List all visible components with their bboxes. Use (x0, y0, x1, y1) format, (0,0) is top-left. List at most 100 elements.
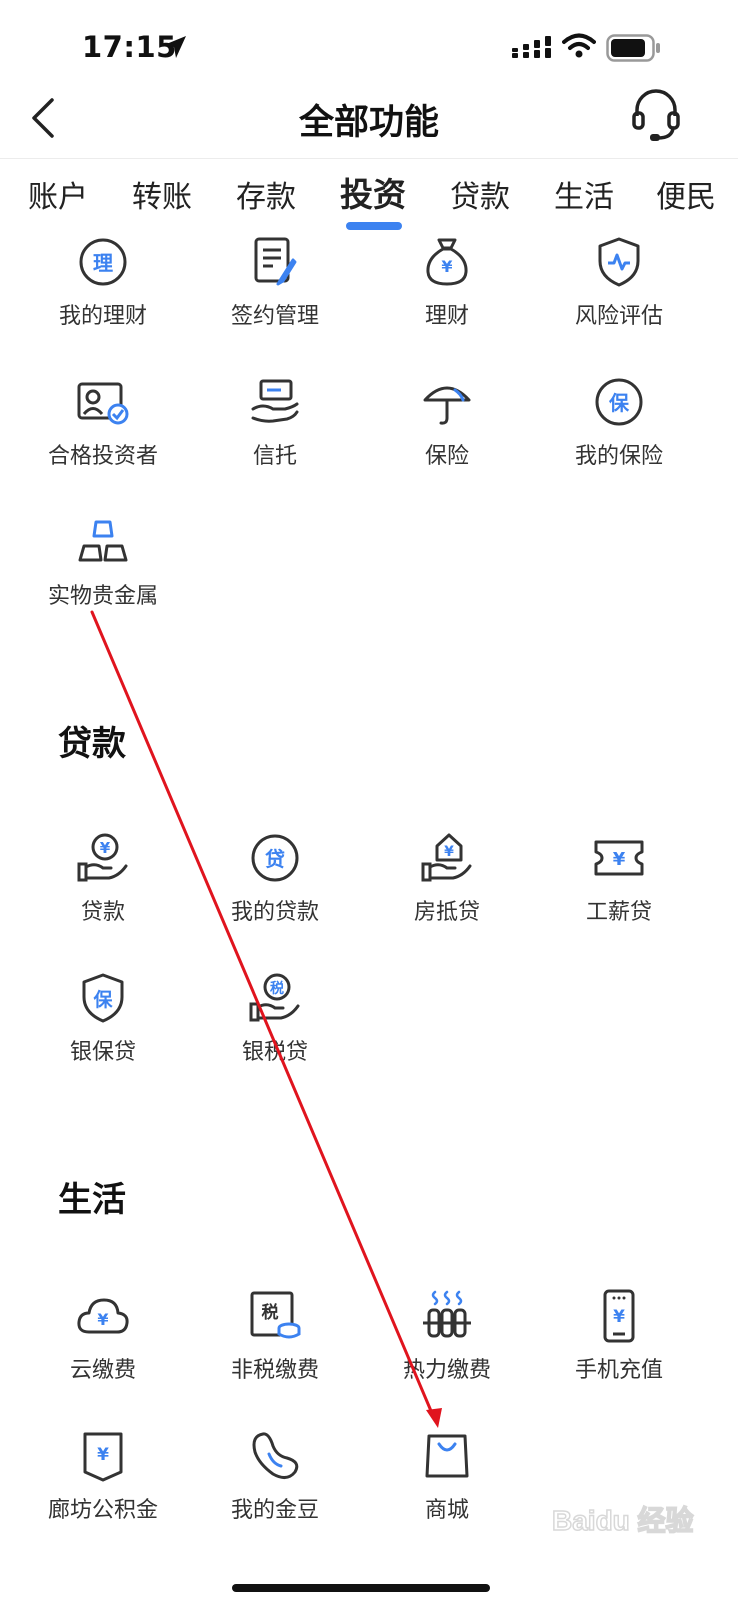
tab-account[interactable]: 账户 (28, 180, 88, 215)
risk-shield-icon (598, 237, 640, 287)
licai-badge-icon: 理 (79, 238, 127, 286)
grid-item-loan[interactable]: ¥ 贷款 (17, 830, 189, 940)
grid-item-label: 理财 (424, 304, 469, 329)
grid-item-label: 工薪贷 (585, 900, 652, 925)
tax-coins-icon: 税 (250, 1291, 301, 1339)
contract-edit-icon (254, 237, 297, 286)
location-arrow-icon (164, 36, 186, 58)
cellular-signal-icon (512, 36, 551, 58)
grid-item-label: 云缴费 (69, 1358, 136, 1383)
shopping-bag-icon (425, 1434, 469, 1478)
tab-transfer[interactable]: 转账 (132, 180, 192, 215)
grid-item-label: 房抵贷 (413, 900, 480, 925)
navigation-bar: 全部功能 (0, 80, 738, 159)
grid-item-label: 廊坊公积金 (47, 1498, 158, 1523)
svg-text:保: 保 (92, 988, 113, 1011)
gold-bars-icon (78, 520, 128, 562)
grid-item-label: 我的保险 (574, 444, 663, 469)
grid-item-bank-insurance-loan[interactable]: 保 银保贷 (17, 970, 189, 1080)
svg-text:¥: ¥ (100, 839, 111, 857)
svg-text:¥: ¥ (441, 257, 452, 276)
status-time: 17:15 (82, 30, 177, 64)
svg-text:税: 税 (262, 1302, 279, 1323)
svg-text:Baidu 经验: Baidu 经验 (552, 1504, 694, 1536)
customer-service-headset-icon[interactable] (628, 86, 684, 144)
bao-shield-icon: 保 (82, 973, 124, 1023)
grid-item-label: 合格投资者 (47, 444, 158, 469)
status-bar: 17:15 (0, 0, 738, 90)
grid-item-label: 实物贵金属 (47, 584, 158, 609)
grid-item-label: 我的理财 (58, 304, 147, 329)
tab-investment[interactable]: 投资 (340, 175, 406, 214)
tab-deposit[interactable]: 存款 (236, 180, 296, 215)
active-tab-indicator (346, 222, 402, 230)
grid-item-my-loan[interactable]: 贷 我的贷款 (189, 830, 361, 940)
grid-item-trust[interactable]: 信托 (189, 374, 361, 484)
grid-item-non-tax-payment[interactable]: 税 非税缴费 (189, 1288, 361, 1398)
svg-text:理: 理 (93, 251, 113, 275)
svg-text:¥: ¥ (97, 1310, 108, 1329)
svg-text:¥: ¥ (613, 1307, 625, 1327)
grid-item-label: 非税缴费 (230, 1358, 319, 1383)
grid-item-precious-metals[interactable]: 实物贵金属 (17, 514, 189, 624)
grid-item-label: 我的金豆 (230, 1498, 319, 1523)
bean-icon (252, 1432, 299, 1479)
umbrella-icon (423, 386, 471, 425)
grid-item-insurance[interactable]: 保险 (361, 374, 533, 484)
grid-item-label: 签约管理 (230, 304, 319, 329)
section-title-loan: 贷款 (58, 724, 126, 764)
grid-item-my-gold-beans[interactable]: 我的金豆 (189, 1428, 361, 1538)
grid-item-risk-assessment[interactable]: 风险评估 (533, 234, 705, 344)
grid-item-langfang-housing-fund[interactable]: ¥ 廊坊公积金 (17, 1428, 189, 1538)
grid-item-my-insurance[interactable]: 保 我的保险 (533, 374, 705, 484)
wifi-icon (562, 33, 596, 58)
grid-item-bank-tax-loan[interactable]: 税 银税贷 (189, 970, 361, 1080)
trust-hand-icon (251, 379, 299, 423)
svg-text:税: 税 (270, 980, 284, 997)
svg-text:¥: ¥ (444, 844, 454, 860)
grid-item-label: 银保贷 (69, 1040, 136, 1065)
svg-text:保: 保 (608, 391, 630, 415)
grid-item-qualified-investor[interactable]: 合格投资者 (17, 374, 189, 484)
svg-text:贷: 贷 (265, 847, 285, 871)
grid-item-house-mortgage-loan[interactable]: ¥ 房抵贷 (361, 830, 533, 940)
grid-item-wealth[interactable]: ¥ 理财 (361, 234, 533, 344)
grid-item-my-wealth[interactable]: 理 我的理财 (17, 234, 189, 344)
tab-convenience[interactable]: 便民 (656, 180, 716, 215)
back-chevron-icon[interactable] (28, 96, 58, 140)
grid-item-salary-loan[interactable]: ¥ 工薪贷 (533, 830, 705, 940)
cloud-yuan-icon: ¥ (77, 1298, 129, 1334)
battery-icon (606, 34, 660, 62)
grid-item-label: 保险 (424, 444, 469, 469)
grid-item-label: 信托 (252, 444, 297, 469)
tab-life[interactable]: 生活 (554, 180, 614, 215)
grid-item-label: 热力缴费 (402, 1358, 491, 1383)
grid-item-heating-payment[interactable]: 热力缴费 (361, 1288, 533, 1398)
investor-id-card-icon (77, 382, 129, 425)
grid-item-label: 我的贷款 (230, 900, 319, 925)
phone-yuan-icon: ¥ (603, 1289, 635, 1343)
svg-text:¥: ¥ (97, 1445, 109, 1465)
tax-hand-icon: 税 (249, 973, 300, 1022)
svg-text:¥: ¥ (613, 849, 626, 870)
grid-item-label: 商城 (424, 1498, 469, 1523)
bao-badge-icon: 保 (595, 378, 643, 426)
section-title-life: 生活 (58, 1180, 126, 1220)
yuan-hand-icon: ¥ (77, 833, 128, 882)
baidu-watermark-logo: Baidu 经验 (552, 1503, 694, 1537)
tab-loan[interactable]: 贷款 (450, 180, 510, 215)
grid-item-label: 手机充值 (574, 1358, 663, 1383)
ticket-yuan-icon: ¥ (594, 840, 644, 876)
grid-item-cloud-payment[interactable]: ¥ 云缴费 (17, 1288, 189, 1398)
house-hand-icon: ¥ (421, 833, 472, 882)
home-indicator (232, 1584, 490, 1592)
dai-badge-icon: 贷 (251, 834, 299, 882)
grid-item-contract-management[interactable]: 签约管理 (189, 234, 361, 344)
grid-item-label: 贷款 (80, 900, 125, 925)
radiator-icon (423, 1290, 471, 1338)
grid-item-mall[interactable]: 商城 (361, 1428, 533, 1538)
grid-item-mobile-topup[interactable]: ¥ 手机充值 (533, 1288, 705, 1398)
category-tab-bar: 账户 转账 存款 投资 贷款 生活 便民 (0, 166, 738, 230)
fund-box-icon: ¥ (83, 1432, 123, 1482)
page-title: 全部功能 (298, 103, 439, 143)
